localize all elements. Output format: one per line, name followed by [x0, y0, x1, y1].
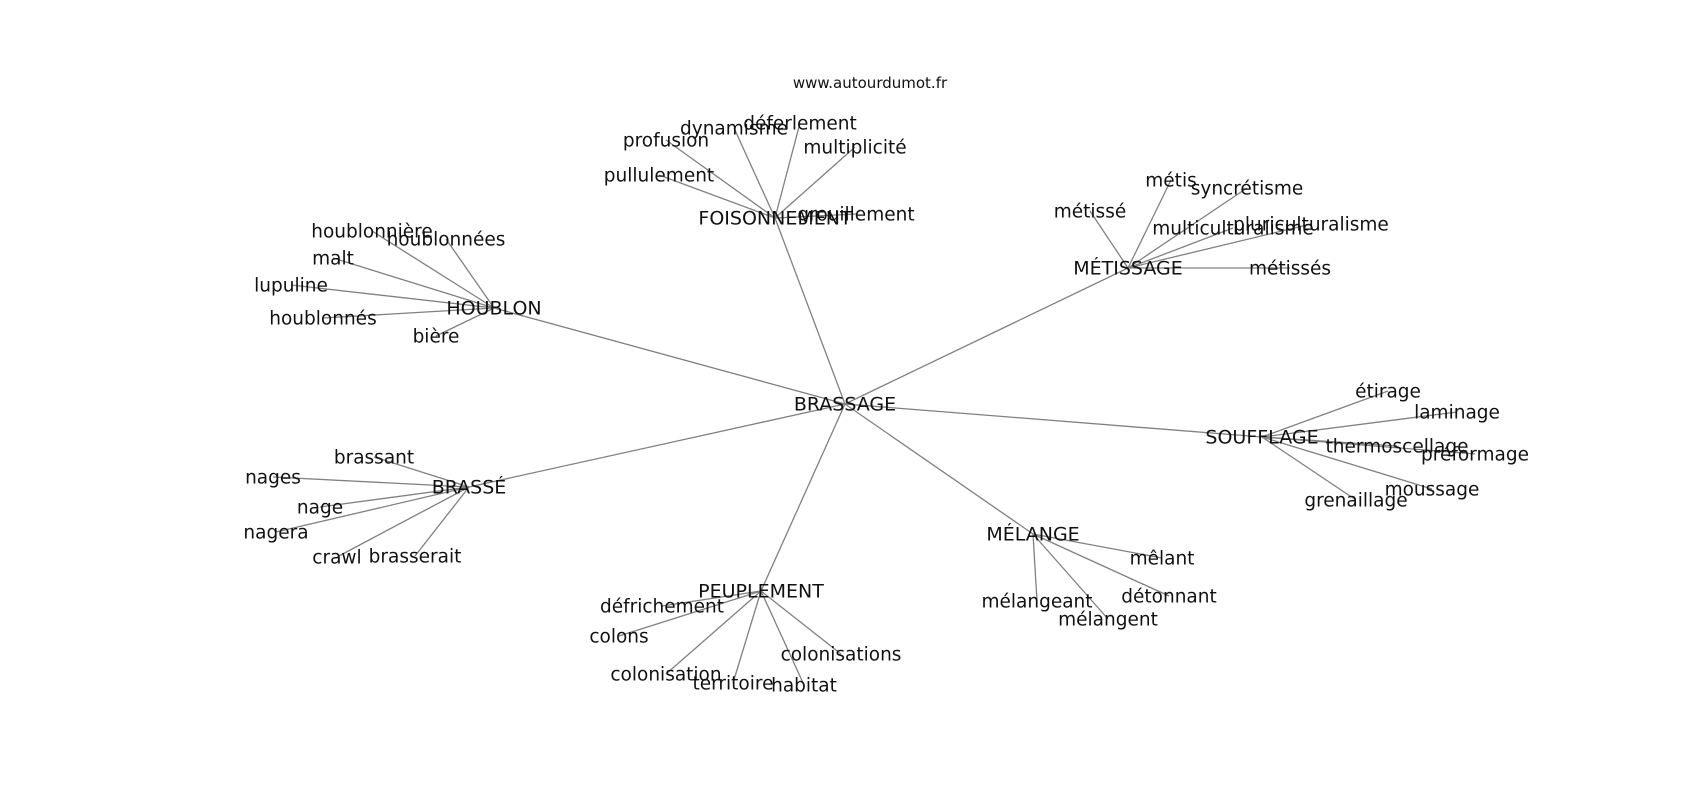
leaf-node-label[interactable]: pullulement [604, 166, 714, 187]
leaf-node-label[interactable]: territoire [693, 674, 774, 695]
leaf-node-label[interactable]: thermoscellage [1326, 437, 1469, 458]
edge-hub-leaf [1032, 533, 1109, 620]
edge-hub-leaf [774, 213, 857, 219]
center-node-label[interactable]: BRASSAGE [794, 394, 896, 416]
edge-hub-leaf [336, 486, 470, 558]
leaf-node-label[interactable]: colonisations [781, 645, 902, 666]
edge-hub-leaf [332, 257, 495, 309]
edge-hub-leaf [1127, 223, 1312, 269]
hub-node-label[interactable]: PEUPLEMENT [698, 581, 824, 603]
leaf-node-label[interactable]: laminage [1414, 403, 1500, 424]
leaf-node-label[interactable]: pluriculturalisme [1233, 215, 1389, 236]
leaf-node-label[interactable]: préformage [1421, 445, 1529, 466]
edge-hub-leaf [1127, 187, 1248, 269]
edge-hub-leaf [414, 486, 470, 557]
leaf-node-label[interactable]: brasserait [369, 547, 462, 568]
edge-hub-leaf [1261, 436, 1433, 490]
edge-hub-leaf [618, 590, 762, 637]
leaf-node-label[interactable]: mélangeant [981, 592, 1092, 613]
leaf-node-label[interactable]: multiplicité [803, 138, 906, 159]
edge-center-hub [468, 403, 846, 488]
edge-hub-leaf [319, 486, 470, 508]
edge-hub-leaf [774, 146, 856, 219]
leaf-node-label[interactable]: grouillement [797, 205, 914, 226]
edge-hub-leaf [435, 307, 495, 337]
edge-hub-leaf [774, 122, 801, 219]
leaf-node-label[interactable]: profusion [623, 131, 709, 152]
edge-hub-leaf [1032, 533, 1038, 602]
edge-hub-leaf [1089, 210, 1129, 269]
hub-node-label[interactable]: BRASSÉ [432, 476, 507, 499]
edge-hub-leaf [373, 456, 470, 488]
edge-hub-leaf [1261, 411, 1458, 438]
edge-hub-leaf [1127, 227, 1234, 269]
leaf-node-label[interactable]: houblonnés [269, 309, 376, 330]
leaf-node-label[interactable]: nage [297, 498, 343, 519]
edge-hub-leaf [733, 127, 776, 219]
edge-center-hub [493, 307, 846, 405]
edge-hub-leaf [1261, 436, 1476, 455]
leaf-node-label[interactable]: houblonnées [387, 230, 506, 251]
leaf-node-label[interactable]: nagera [243, 523, 308, 544]
leaf-node-label[interactable]: bière [413, 327, 460, 348]
edge-hub-leaf [445, 238, 495, 309]
leaf-node-label[interactable]: métissés [1249, 259, 1331, 280]
leaf-node-label[interactable]: dynamisme [680, 119, 788, 140]
leaf-node-label[interactable]: défrichement [600, 597, 724, 618]
edge-hub-leaf [661, 590, 762, 607]
edge-hub-leaf [371, 230, 495, 309]
edge-hub-leaf [322, 307, 495, 319]
edge-hub-leaf [1127, 179, 1172, 269]
edge-hub-leaf [760, 590, 805, 686]
leaf-node-label[interactable]: houblonnière [311, 222, 433, 243]
edge-hub-leaf [1032, 533, 1163, 559]
edge-center-hub [844, 403, 1263, 438]
edge-hub-leaf [732, 590, 762, 684]
edge-center-hub [844, 267, 1129, 405]
leaf-node-label[interactable]: colons [589, 627, 648, 648]
edge-hub-leaf [1032, 533, 1170, 597]
leaf-node-label[interactable]: lupuline [254, 276, 328, 297]
edge-hub-leaf [665, 590, 762, 675]
hub-node-label[interactable]: FOISONNEMENT [698, 208, 852, 230]
leaf-node-label[interactable]: étirage [1355, 382, 1421, 403]
leaf-node-label[interactable]: métissé [1054, 202, 1126, 223]
leaf-node-label[interactable]: colonisation [610, 665, 721, 686]
hub-node-label[interactable]: MÉLANGE [986, 523, 1079, 546]
leaf-node-label[interactable]: moussage [1385, 480, 1480, 501]
edge-center-hub [774, 217, 846, 405]
source-label: www.autourdumot.fr [793, 74, 948, 92]
edge-hub-leaf [272, 476, 470, 488]
hub-node-label[interactable]: SOUFFLAGE [1205, 427, 1318, 449]
edge-hub-leaf [275, 486, 470, 533]
leaf-node-label[interactable]: syncrétisme [1191, 179, 1304, 200]
leaf-node-label[interactable]: malt [312, 249, 354, 270]
edge-hub-leaf [290, 284, 495, 309]
leaf-node-label[interactable]: nages [245, 468, 301, 489]
edge-hub-leaf [658, 174, 776, 219]
leaf-node-label[interactable]: détonnant [1121, 587, 1216, 608]
leaf-node-label[interactable]: métis [1145, 171, 1196, 192]
leaf-node-label[interactable]: déferlement [743, 114, 857, 135]
hub-node-label[interactable]: HOUBLON [446, 298, 541, 320]
leaf-node-label[interactable]: brassant [334, 448, 414, 469]
leaf-node-label[interactable]: mélangent [1058, 610, 1158, 631]
leaf-node-label[interactable]: multiculturalisme [1152, 219, 1314, 240]
leaf-node-label[interactable]: grenaillage [1304, 491, 1407, 512]
edge-hub-leaf [1261, 390, 1389, 438]
edge-center-hub [760, 403, 846, 592]
hub-node-label[interactable]: MÉTISSAGE [1073, 257, 1182, 280]
edge-hub-leaf [665, 139, 776, 219]
leaf-node-label[interactable]: habitat [771, 676, 837, 697]
edge-hub-leaf [760, 590, 842, 655]
leaf-node-label[interactable]: mêlant [1130, 549, 1195, 570]
edge-center-hub [844, 403, 1034, 535]
leaf-node-label[interactable]: crawl [312, 548, 361, 569]
edges [272, 122, 1476, 686]
edge-hub-leaf [1261, 436, 1357, 501]
